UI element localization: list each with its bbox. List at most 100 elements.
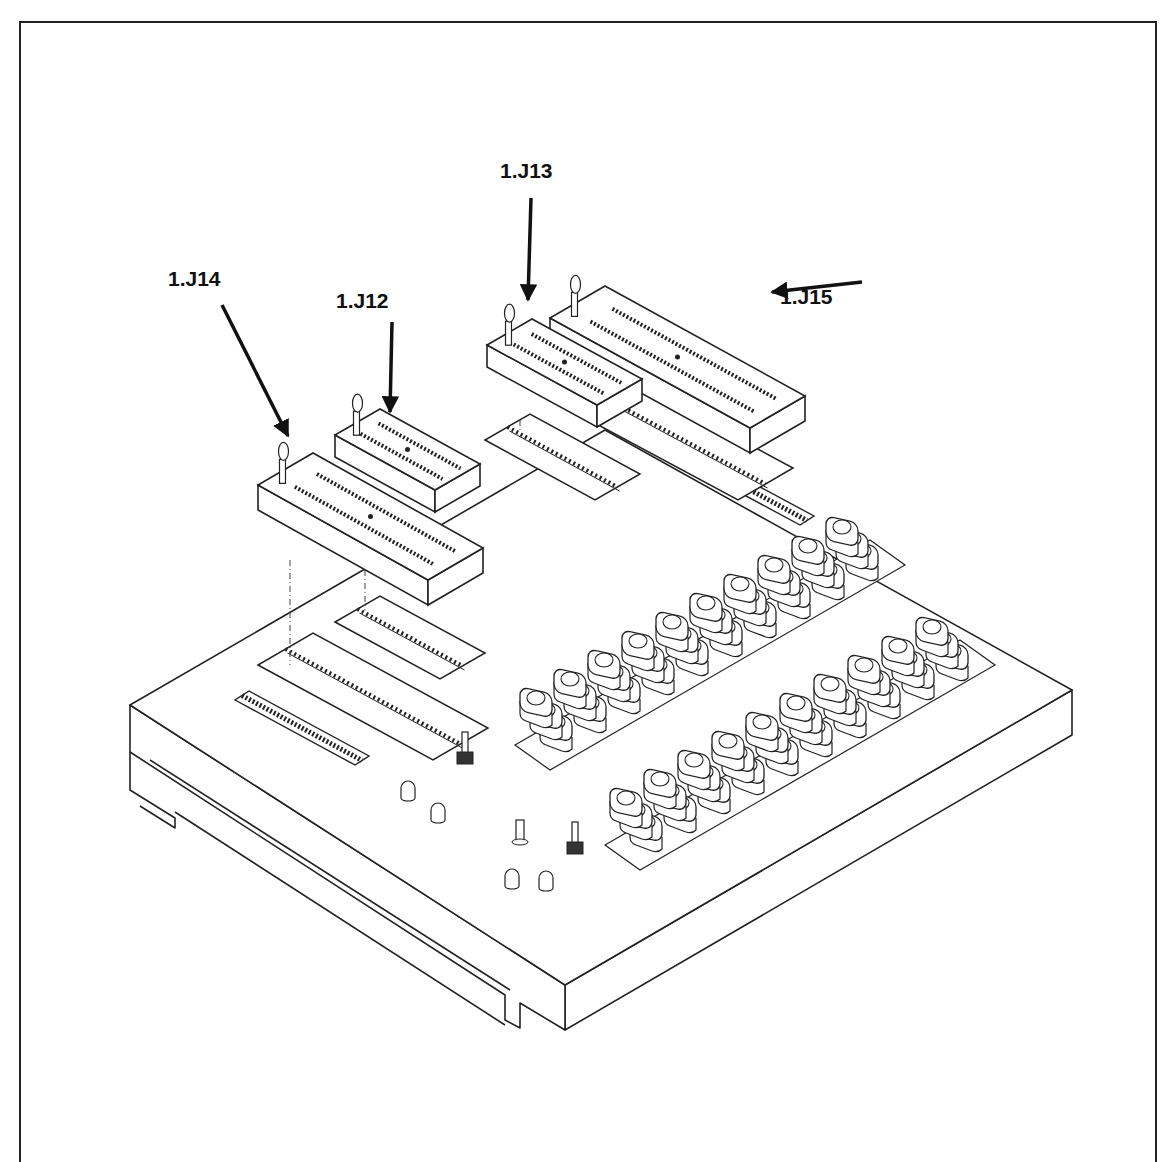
lever-knob <box>353 394 363 412</box>
key <box>826 516 858 557</box>
key-cap <box>712 730 744 761</box>
screw <box>675 355 680 360</box>
leader-lines <box>222 198 862 436</box>
pin-row <box>532 334 622 383</box>
screw <box>562 360 567 365</box>
key <box>882 635 914 676</box>
lever <box>572 292 578 316</box>
key-dimple <box>765 558 783 572</box>
led <box>401 781 415 801</box>
key <box>554 668 586 709</box>
lever-knob <box>279 442 289 460</box>
socket-opening <box>335 596 485 679</box>
key <box>814 673 846 714</box>
key-cap <box>690 592 722 623</box>
toggle-lever <box>572 822 578 844</box>
key-cap <box>780 692 812 723</box>
key-cap <box>814 673 846 704</box>
key-cap <box>588 649 620 680</box>
key-dimple <box>651 772 669 786</box>
guide-line <box>520 420 521 430</box>
key-dimple <box>617 791 635 805</box>
pin-row <box>510 431 620 491</box>
key <box>610 787 642 828</box>
zif-socket <box>258 453 483 580</box>
keypad-base <box>605 640 995 870</box>
zif-socket <box>487 319 642 405</box>
frame <box>20 22 1156 1162</box>
callout-label: 1.J15 <box>780 286 833 307</box>
key-cap <box>610 787 642 818</box>
key-dimple <box>629 634 647 648</box>
key-dimple <box>821 677 839 691</box>
key-cap <box>724 573 756 604</box>
key <box>724 573 756 614</box>
key-dimple <box>889 639 907 653</box>
key-dimple <box>833 520 851 534</box>
key-cap <box>622 630 654 661</box>
key-dimple <box>787 696 805 710</box>
key-cap <box>554 668 586 699</box>
key-dimple <box>595 653 613 667</box>
key <box>916 616 948 657</box>
callout-label: 1.J14 <box>168 268 221 289</box>
screw <box>405 447 410 452</box>
key-cap <box>826 516 858 547</box>
key-dimple <box>799 539 817 553</box>
pin-row <box>361 434 443 479</box>
key <box>758 554 790 595</box>
key-cap <box>678 749 710 780</box>
lever-knob <box>505 304 515 322</box>
key-cap <box>656 611 688 642</box>
key-cap <box>520 687 552 718</box>
lever <box>506 321 512 345</box>
key-dimple <box>923 620 941 634</box>
key-dimple <box>561 672 579 686</box>
key <box>644 768 676 809</box>
pin-row <box>379 423 461 468</box>
lever <box>280 459 286 483</box>
led <box>431 803 445 823</box>
test-jack <box>512 839 528 845</box>
key-cap <box>882 635 914 666</box>
toggle-nut <box>457 752 473 764</box>
key <box>622 630 654 671</box>
key <box>780 692 812 733</box>
led <box>505 869 519 889</box>
key-dimple <box>685 753 703 767</box>
led <box>539 871 553 891</box>
key <box>656 611 688 652</box>
lever <box>354 411 360 435</box>
callout-label: 1.J13 <box>500 160 553 181</box>
key <box>712 730 744 771</box>
key-dimple <box>731 577 749 591</box>
toggle-lever <box>462 732 468 754</box>
key <box>588 649 620 690</box>
key-dimple <box>855 658 873 672</box>
pin-row <box>514 344 604 393</box>
key-dimple <box>697 596 715 610</box>
key-cap <box>792 535 824 566</box>
key <box>792 535 824 576</box>
key-dimple <box>719 734 737 748</box>
key-dimple <box>753 715 771 729</box>
guide-line <box>290 560 291 665</box>
key-cap <box>916 616 948 647</box>
key-cap <box>758 554 790 585</box>
pin-row <box>508 427 618 487</box>
pin-row <box>360 613 465 670</box>
key <box>746 711 778 752</box>
lever-knob <box>571 275 581 293</box>
key <box>690 592 722 633</box>
board-parts <box>235 275 995 891</box>
toggle-nut <box>567 842 583 854</box>
key-cap <box>848 654 880 685</box>
screw <box>368 514 373 519</box>
key-cap <box>644 768 676 799</box>
key-dimple <box>663 615 681 629</box>
pin-row <box>317 474 456 552</box>
key <box>848 654 880 695</box>
key-dimple <box>527 691 545 705</box>
pin-row <box>358 609 463 666</box>
